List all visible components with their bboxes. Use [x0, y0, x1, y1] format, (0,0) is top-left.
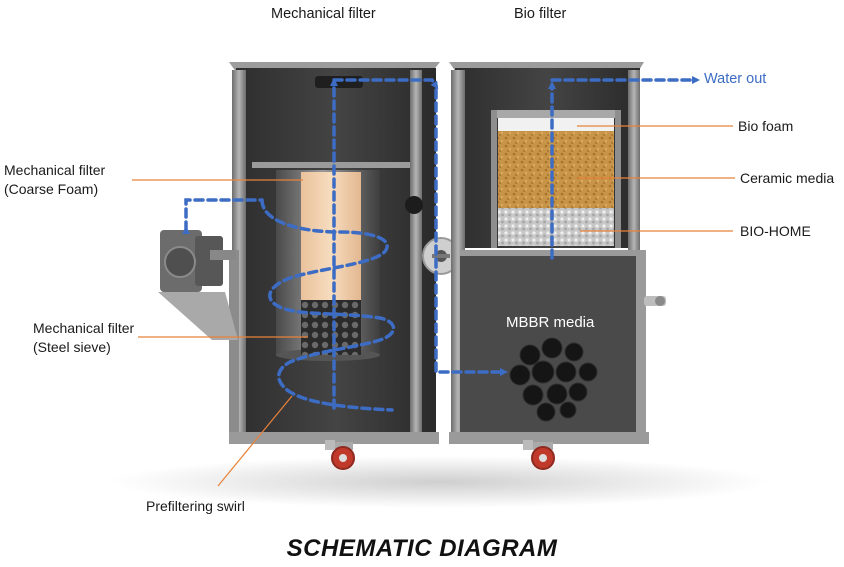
diagram-title: SCHEMATIC DIAGRAM	[0, 535, 844, 563]
coarse-foam	[301, 172, 361, 300]
header-mechanical-filter: Mechanical filter	[271, 6, 376, 23]
header-bio-filter: Bio filter	[514, 6, 566, 23]
label-biohome: BIO-HOME	[740, 223, 811, 240]
pump	[158, 230, 238, 340]
label-water-out: Water out	[704, 71, 766, 88]
label-mbbr-media: MBBR media	[506, 314, 594, 331]
caster-left	[332, 442, 354, 469]
label-coarse-foam-line1: Mechanical filter	[4, 162, 105, 179]
label-coarse-foam-line2: (Coarse Foam)	[4, 181, 98, 198]
biohome-media	[498, 208, 614, 246]
label-ceramic-media: Ceramic media	[740, 170, 834, 187]
bio-tank	[449, 62, 666, 444]
label-steel-sieve-line1: Mechanical filter	[33, 320, 134, 337]
label-bio-foam: Bio foam	[738, 118, 793, 135]
ceramic-media	[498, 131, 614, 208]
label-prefiltering-swirl: Prefiltering swirl	[146, 498, 245, 515]
caster-right	[532, 442, 554, 469]
label-steel-sieve-line2: (Steel sieve)	[33, 339, 111, 356]
bio-foam	[498, 118, 614, 131]
